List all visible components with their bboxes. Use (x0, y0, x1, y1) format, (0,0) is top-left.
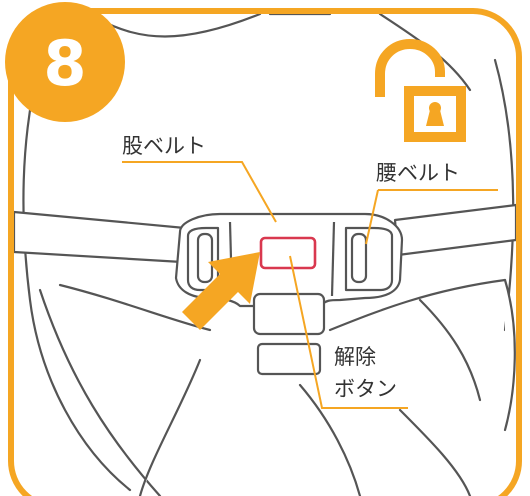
step-frame (8, 8, 522, 496)
waist-belt-label: 腰ベルト (376, 161, 460, 185)
crotch-belt-label: 股ベルト (122, 134, 206, 158)
press-arrow-icon (182, 252, 260, 330)
release-button-label-line1: 解除 (334, 345, 376, 369)
step-badge (5, 2, 125, 122)
step-number: 8 (43, 27, 87, 100)
release-button-label-line2: ボタン (334, 377, 397, 401)
leader-lines (122, 161, 498, 409)
crotch-belt-strap (38, 278, 516, 496)
buckle-body (174, 212, 404, 376)
unlocked-padlock-icon (375, 38, 466, 142)
release-button-highlight (259, 236, 317, 270)
